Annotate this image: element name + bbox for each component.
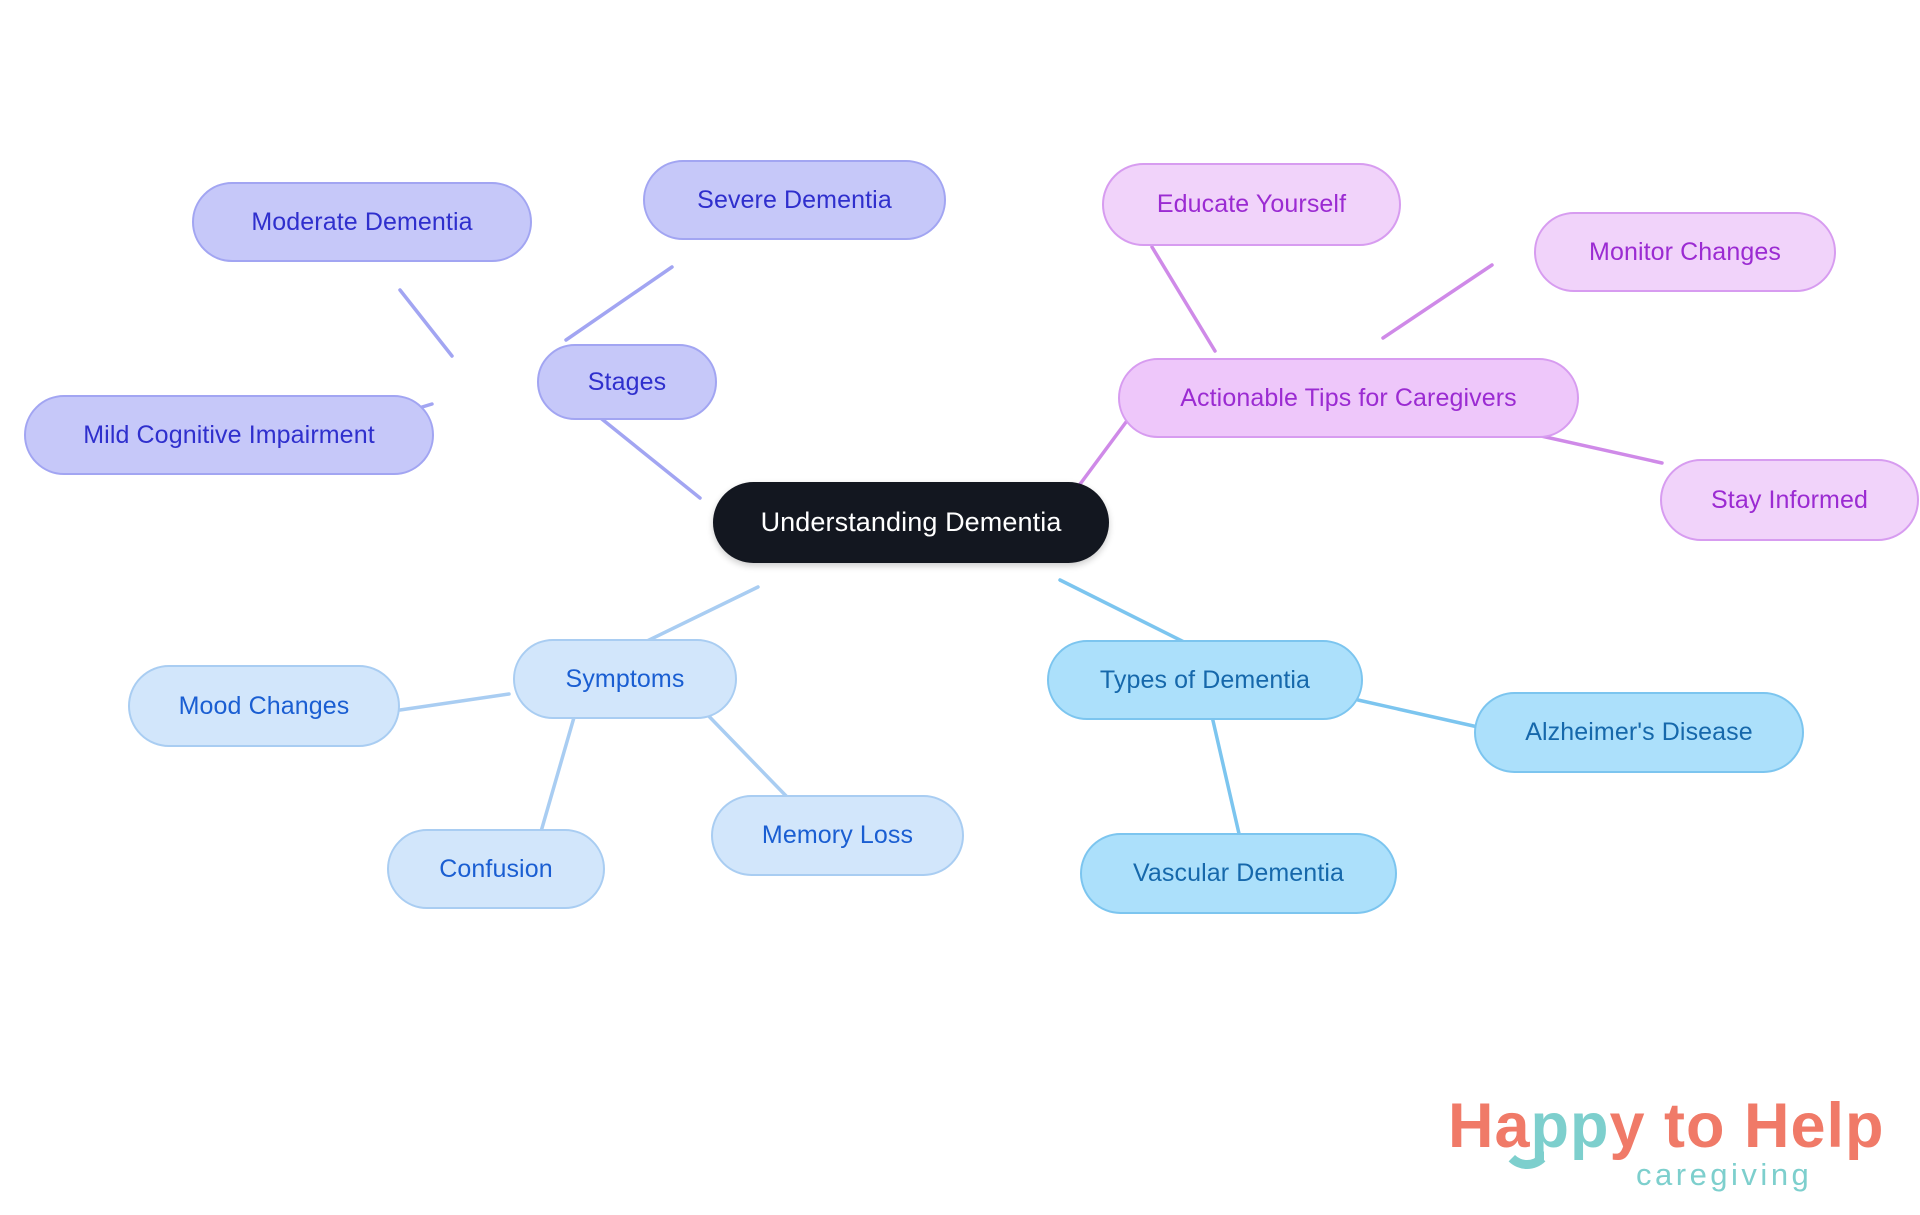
node-educate-yourself[interactable]: Educate Yourself	[1102, 163, 1401, 246]
edge-symptoms-memory	[696, 703, 792, 802]
edge-stages-moderate	[398, 288, 454, 358]
logo-wordmark: Happy to Help	[1448, 1095, 1885, 1158]
happy-to-help-logo: Happy to Help caregiving	[1448, 1095, 1884, 1205]
edge-symptoms-confusion	[538, 705, 579, 837]
node-symptoms[interactable]: Symptoms	[513, 639, 737, 719]
node-stages[interactable]: Stages	[537, 344, 717, 420]
edge-symptoms-mood	[398, 692, 511, 712]
node-moderate-dementia[interactable]: Moderate Dementia	[192, 182, 532, 262]
node-mild-cognitive-impairment[interactable]: Mild Cognitive Impairment	[24, 395, 434, 475]
node-vascular-dementia[interactable]: Vascular Dementia	[1080, 833, 1397, 914]
node-stay-informed[interactable]: Stay Informed	[1660, 459, 1919, 541]
edge-types-alzheimers	[1356, 698, 1480, 729]
edge-root-tips	[1070, 412, 1134, 497]
edge-tips-monitor	[1381, 263, 1494, 340]
node-alzheimers-disease[interactable]: Alzheimer's Disease	[1474, 692, 1804, 773]
node-actionable-tips-for-caregivers[interactable]: Actionable Tips for Caregivers	[1118, 358, 1579, 438]
node-monitor-changes[interactable]: Monitor Changes	[1534, 212, 1836, 292]
node-severe-dementia[interactable]: Severe Dementia	[643, 160, 946, 240]
edge-types-vascular	[1209, 710, 1242, 840]
logo-part-3: y to Help	[1609, 1091, 1885, 1161]
node-memory-loss[interactable]: Memory Loss	[711, 795, 964, 876]
node-types-of-dementia[interactable]: Types of Dementia	[1047, 640, 1363, 720]
node-mood-changes[interactable]: Mood Changes	[128, 665, 400, 747]
logo-tagline: caregiving	[1636, 1157, 1813, 1192]
node-confusion[interactable]: Confusion	[387, 829, 605, 909]
smile-icon	[1501, 1139, 1553, 1169]
node-understanding-dementia[interactable]: Understanding Dementia	[713, 482, 1109, 563]
edge-stages-severe	[564, 265, 674, 342]
edge-tips-educate	[1150, 245, 1217, 353]
edge-root-symptoms	[641, 585, 760, 645]
